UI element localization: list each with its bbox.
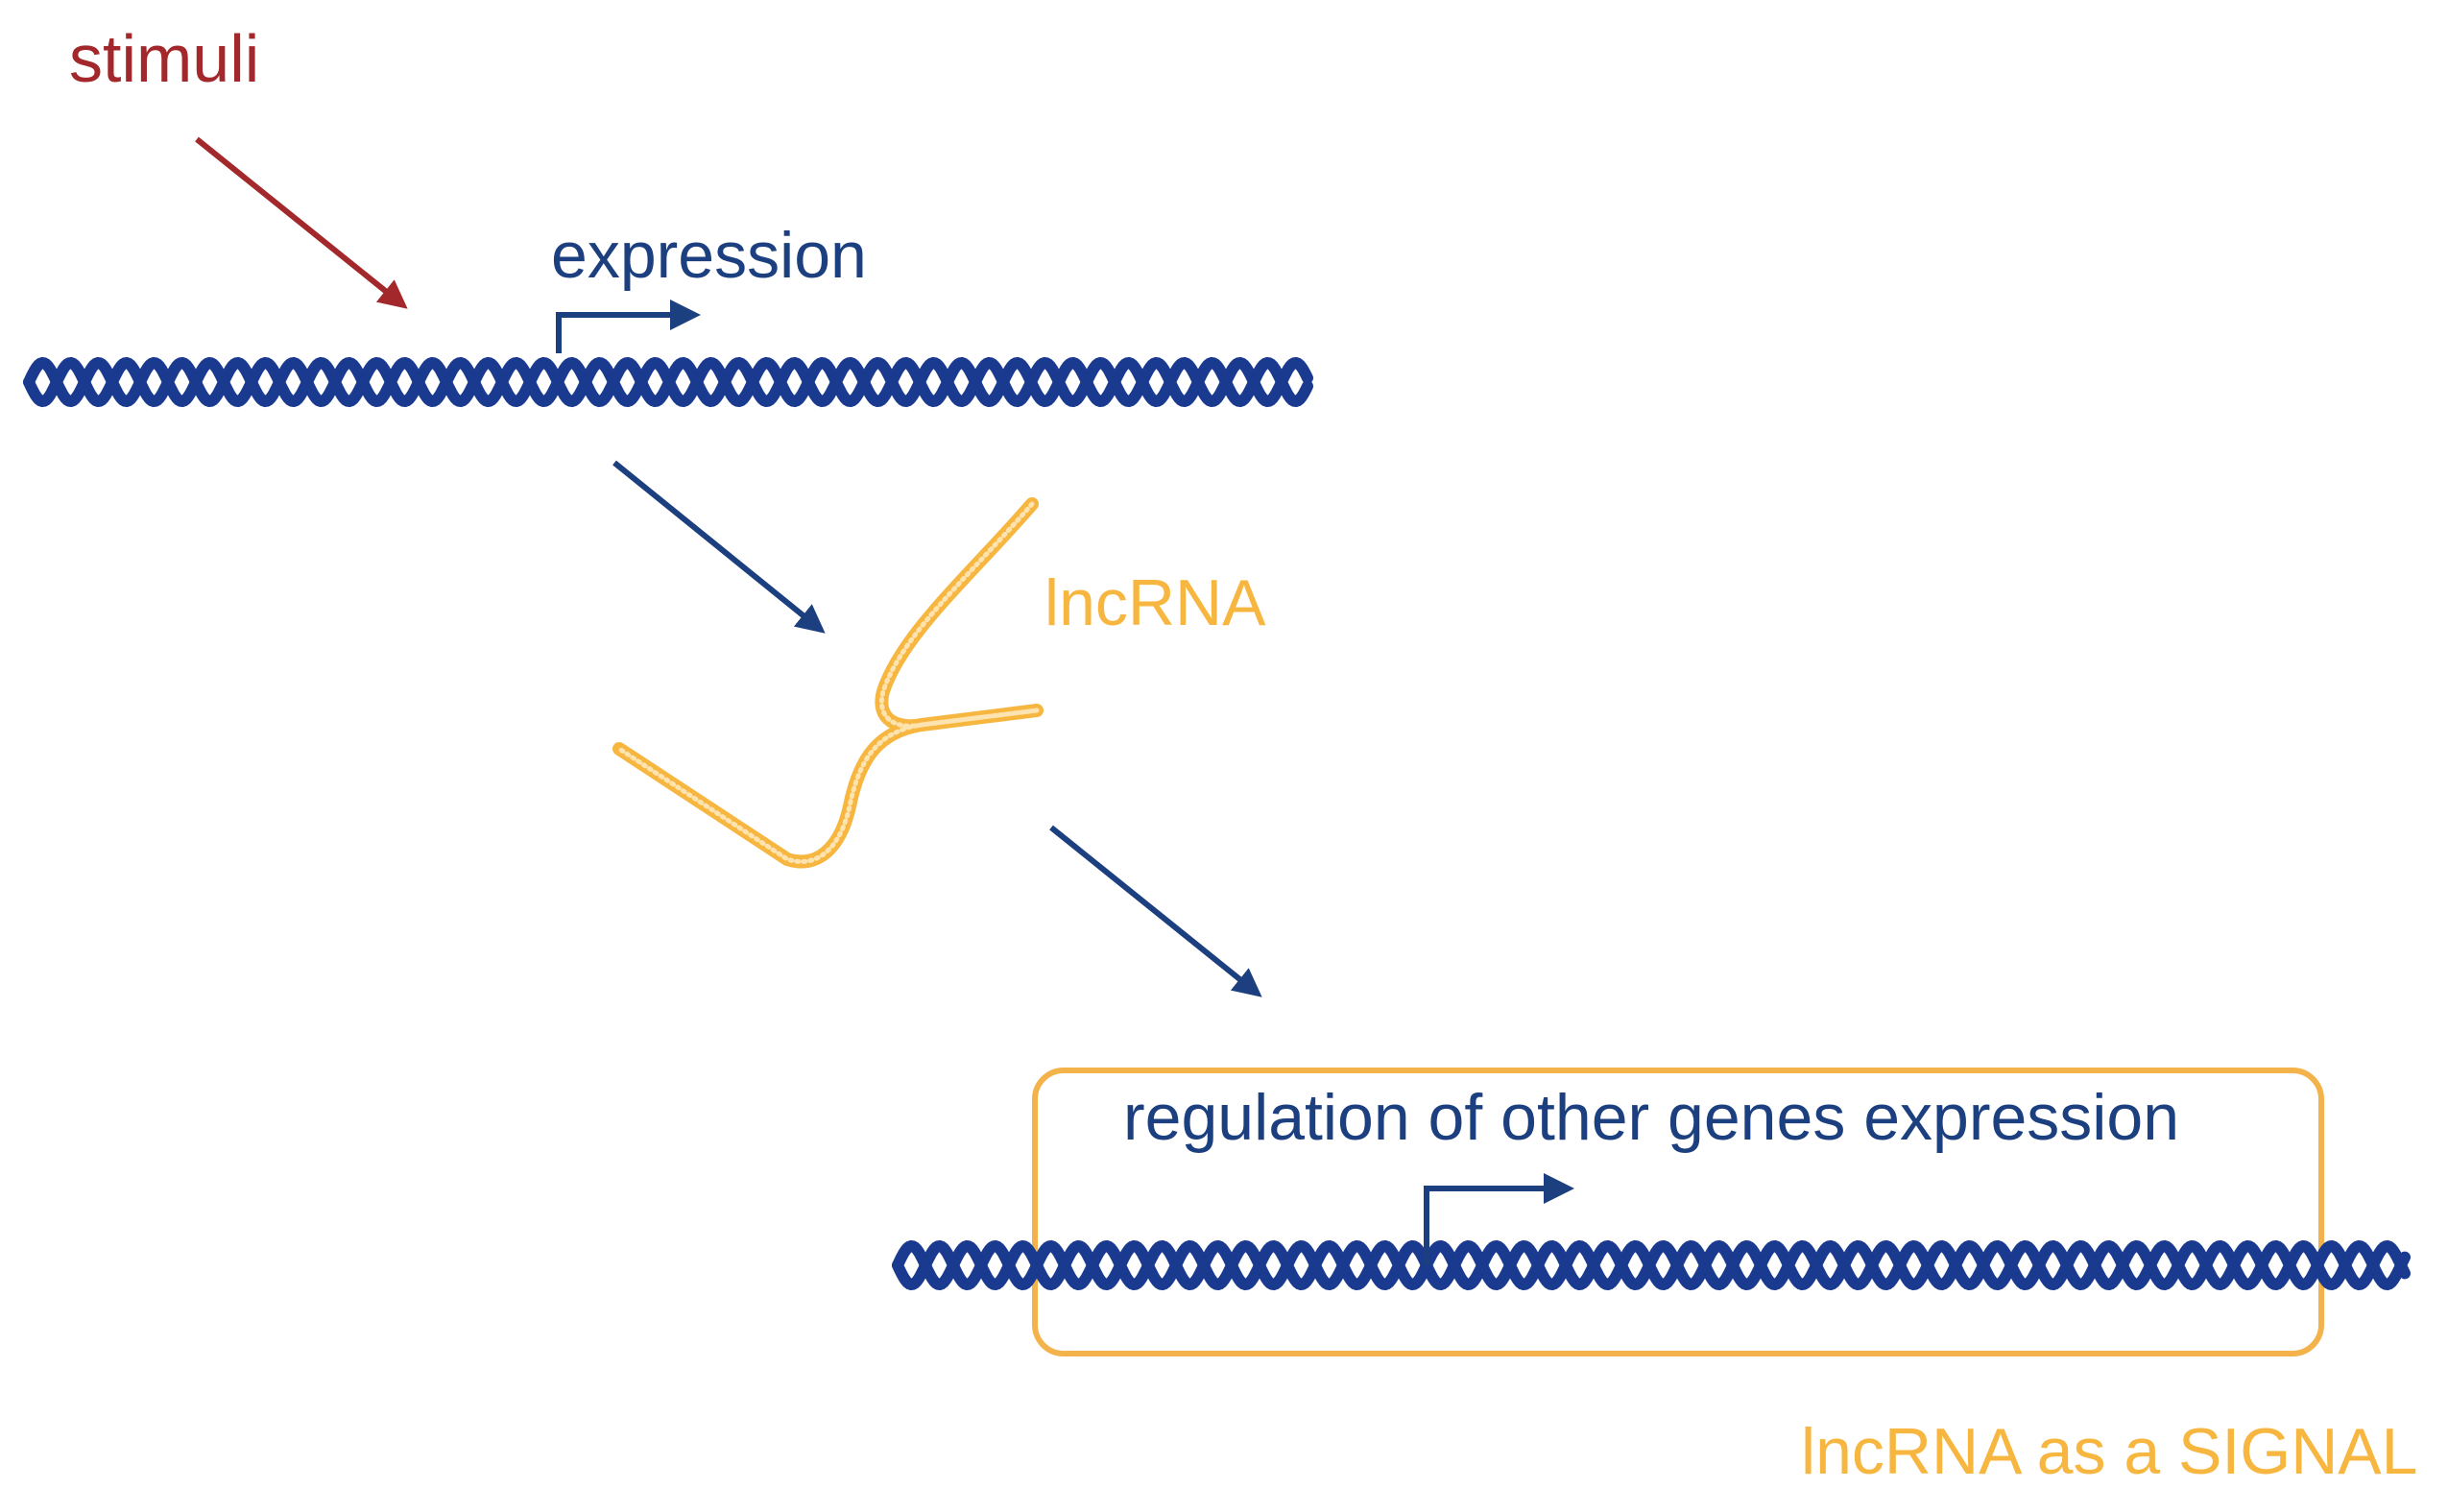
lncrna-label: lncRNA [1044, 566, 1266, 639]
stimuli-label: stimuli [69, 21, 260, 96]
regulation-box [1032, 1068, 2324, 1356]
signal-arrow [1049, 825, 1262, 997]
transcription-start-arrow-icon [556, 300, 701, 353]
dna-strand [23, 356, 1313, 408]
regulation-label: regulation of other genes expression [1123, 1081, 2180, 1154]
transcription-start-arrow-icon [1424, 1173, 1574, 1265]
dna-strand [892, 1239, 2411, 1291]
transcription-arrow [612, 460, 826, 634]
lncrna-signal-label: lncRNA as a SIGNAL [1801, 1415, 2418, 1488]
stimuli-arrow [195, 136, 408, 309]
lncrna-strand-icon [612, 497, 1044, 869]
dna-helix-icon [23, 356, 1313, 408]
dna-helix-icon [892, 1239, 2411, 1291]
expression-label: expression [551, 219, 867, 292]
